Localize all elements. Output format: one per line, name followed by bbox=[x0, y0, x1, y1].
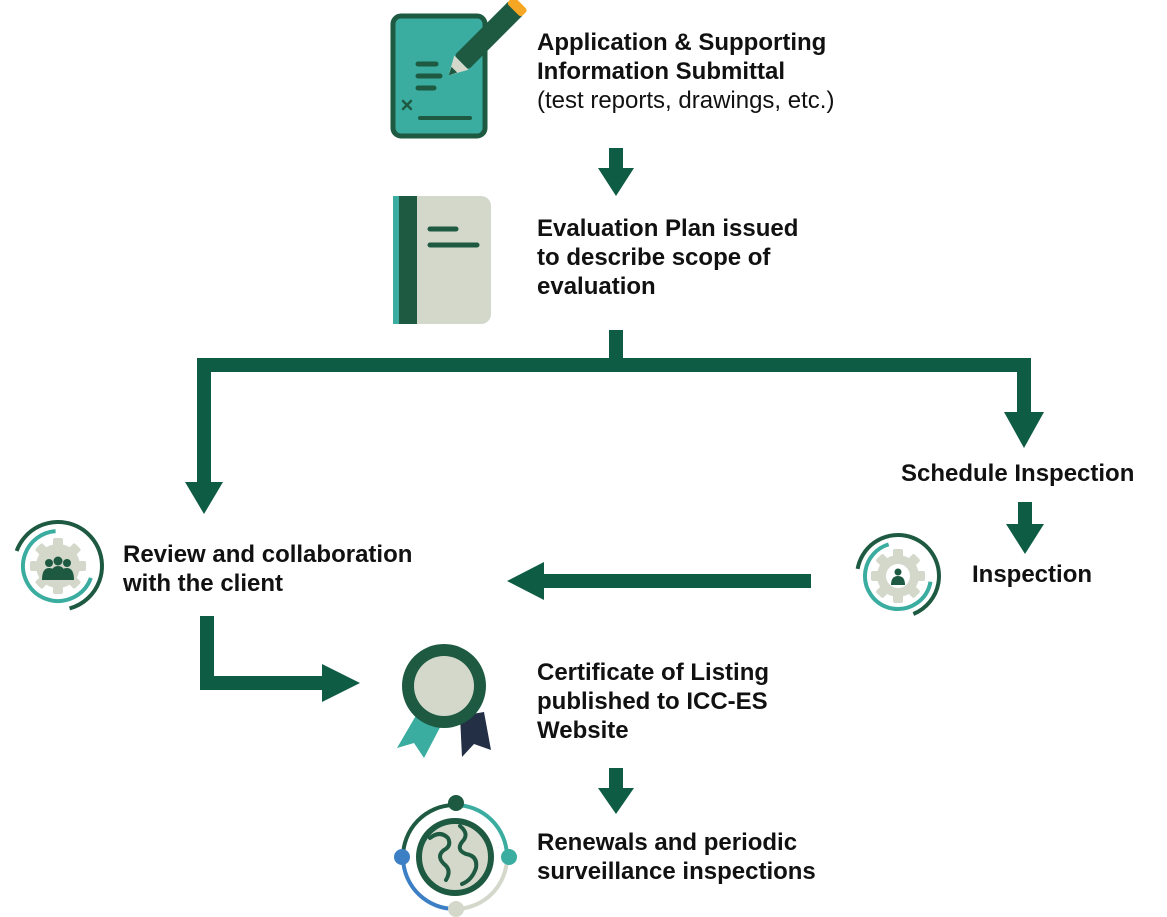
evaluation-line2: to describe scope of bbox=[537, 244, 771, 271]
certificate-line2: published to ICC-ES bbox=[537, 688, 768, 715]
review-step-label: Review and collaboration with the client bbox=[123, 540, 412, 598]
folder-document-icon bbox=[393, 196, 491, 324]
gear-team-icon bbox=[12, 520, 104, 612]
certificate-line1: Certificate of Listing bbox=[537, 659, 770, 686]
application-subtitle: (test reports, drawings, etc.) bbox=[537, 87, 835, 114]
connectors bbox=[185, 148, 1044, 814]
application-title-line1: Application & Supporting bbox=[537, 29, 827, 56]
application-step-label: Application & Supporting Information Sub… bbox=[537, 28, 834, 115]
arrow-down-right bbox=[1004, 358, 1044, 448]
gear-person-icon bbox=[855, 533, 942, 619]
evaluation-step-label: Evaluation Plan issued to describe scope… bbox=[537, 214, 798, 301]
schedule-inspection-label: Schedule Inspection bbox=[901, 459, 1134, 488]
renewals-line2: surveillance inspections bbox=[537, 858, 816, 885]
inspection-step-label: Inspection bbox=[972, 560, 1092, 589]
application-title-line2: Information Submittal bbox=[537, 58, 785, 85]
certificate-step-label: Certificate of Listing published to ICC-… bbox=[537, 658, 769, 745]
certificate-line3: Website bbox=[537, 717, 629, 744]
renewals-step-label: Renewals and periodic surveillance inspe… bbox=[537, 828, 816, 886]
arrow-down-schedule bbox=[1006, 502, 1044, 554]
document-with-pencil-icon bbox=[390, 0, 527, 139]
renewals-line1: Renewals and periodic bbox=[537, 829, 798, 856]
award-ribbon-icon bbox=[397, 644, 491, 758]
arrow-left-inspection bbox=[507, 562, 811, 600]
arrow-down-left bbox=[185, 358, 223, 514]
globe-cycle-icon bbox=[394, 795, 517, 917]
review-line1: Review and collaboration bbox=[123, 541, 413, 568]
arrow-right-review bbox=[200, 616, 360, 702]
evaluation-line3: evaluation bbox=[537, 273, 656, 300]
evaluation-line1: Evaluation Plan issued bbox=[537, 215, 799, 242]
arrow-down-2 bbox=[598, 768, 634, 814]
schedule-inspection-text: Schedule Inspection bbox=[901, 460, 1135, 487]
branch-horizontal bbox=[197, 358, 1031, 372]
arrow-down-1 bbox=[598, 148, 634, 196]
inspection-text: Inspection bbox=[972, 561, 1093, 588]
review-line2: with the client bbox=[123, 570, 284, 597]
